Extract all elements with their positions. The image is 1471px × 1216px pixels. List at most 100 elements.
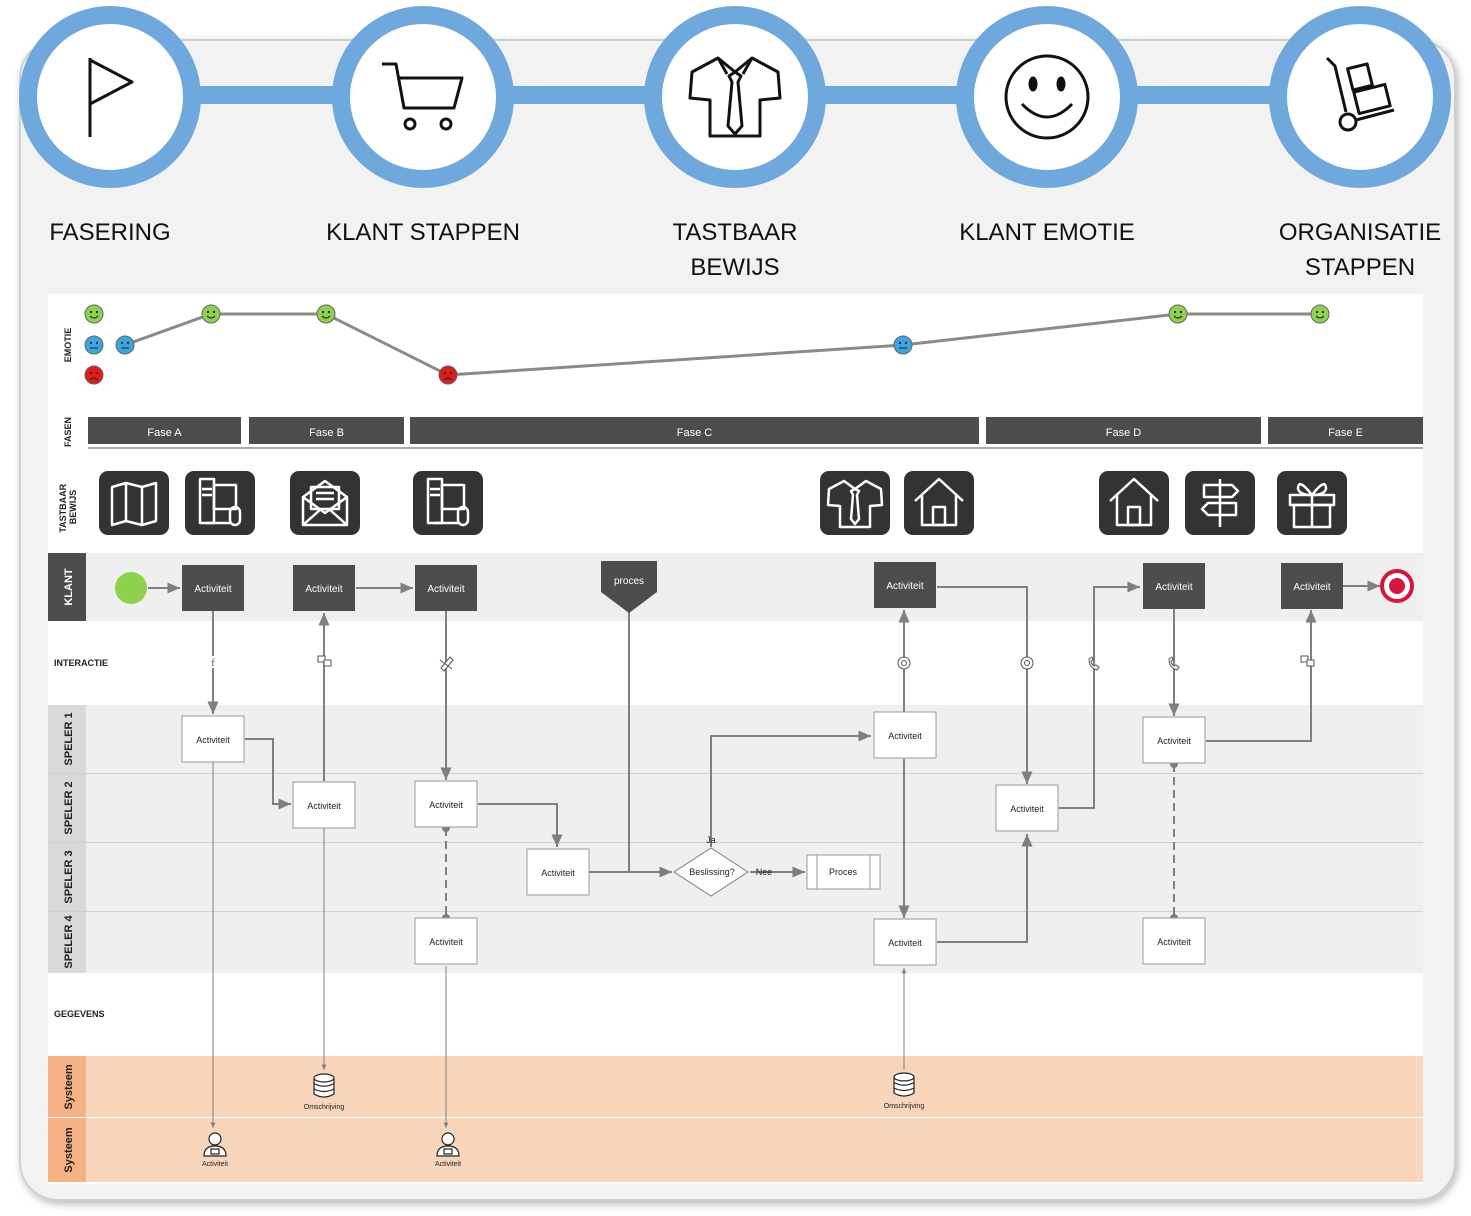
lane-label-systeem2: Systeem — [63, 1127, 75, 1172]
activity-label: Activiteit — [886, 581, 923, 592]
database-icon — [893, 1072, 915, 1097]
activity-label: Activiteit — [888, 938, 922, 948]
evidence-gift-icon — [1277, 471, 1347, 535]
decision-no-label: Nee — [756, 867, 773, 877]
map-icon — [110, 481, 158, 527]
phase-label: Fase E — [1328, 427, 1363, 439]
lane-speler2-bg — [48, 774, 1423, 842]
pen-icon — [439, 656, 454, 672]
lane-systeem1-bg — [48, 1056, 1423, 1117]
activity-node-dark: Activiteit — [1281, 563, 1343, 609]
chat-icon — [317, 655, 332, 667]
emotion-point-happy-icon — [316, 304, 336, 324]
facebook-icon: f — [207, 656, 219, 669]
emotion-curve — [84, 304, 1330, 385]
interaction-icons: f — [207, 655, 1315, 672]
activity-label: Activiteit — [1010, 804, 1044, 814]
phase-bar — [88, 417, 241, 444]
actor-label: Activiteit — [202, 1161, 228, 1168]
emotion-legend-neutral-icon — [84, 335, 104, 355]
phase-bar — [986, 417, 1261, 444]
phase-bar — [410, 417, 979, 444]
phase-label: Fase A — [147, 427, 182, 439]
decision-yes-label: Ja — [706, 835, 716, 845]
header-step-label: KLANT EMOTIE — [959, 219, 1135, 246]
activity-label: Activiteit — [1157, 937, 1191, 947]
lane-speler1-tab — [48, 705, 86, 773]
header-step-klant-stappen — [332, 6, 514, 188]
lane-label-tastbaar-line2: BEWIJS — [68, 490, 78, 525]
emotion-legend-happy-icon — [84, 304, 104, 324]
header-step-label: FASERING — [49, 219, 170, 246]
activity-label: Activiteit — [429, 800, 463, 810]
emotion-point-neutral-icon — [115, 335, 135, 355]
activity-label: Activiteit — [888, 731, 922, 741]
process-marker: proces — [601, 561, 657, 613]
emotion-legend-sad-icon — [84, 365, 104, 385]
lane-label-systeem1: Systeem — [63, 1064, 75, 1109]
lane-speler4-bg — [48, 912, 1423, 973]
activity-node: Activiteit — [995, 784, 1059, 832]
activity-node-dark: Activiteit — [1143, 563, 1205, 609]
lane-label-speler3: SPELER 3 — [63, 850, 75, 903]
lane-label-gegevens: GEGEVENS — [54, 1009, 105, 1019]
header-step-label: KLANT STAPPEN — [326, 219, 520, 246]
lane-klant-tab — [48, 553, 86, 621]
user-computer-icon — [203, 1132, 227, 1157]
phone-icon — [1168, 656, 1180, 671]
activity-node: Activiteit — [181, 715, 245, 763]
evidence-mail-icon — [290, 471, 360, 535]
activity-label: Activiteit — [194, 584, 231, 595]
header-step-klant-emotie — [956, 6, 1138, 188]
header-step-label: TASTBAAR — [673, 219, 798, 246]
lane-label-fasen: FASEN — [63, 417, 73, 447]
evidence-computer-icon — [185, 471, 255, 535]
phase-label: Fase C — [677, 427, 713, 439]
header-step-fasering — [19, 6, 201, 188]
activity-label: Activiteit — [429, 937, 463, 947]
svg-text:f: f — [211, 657, 215, 669]
subprocess-node: Proces — [806, 854, 881, 890]
emotion-point-happy-icon — [1310, 304, 1330, 324]
activity-node: Activiteit — [873, 918, 937, 966]
evidence-computer-icon — [413, 471, 483, 535]
lane-label-speler2: SPELER 2 — [63, 781, 75, 834]
activity-label: Activiteit — [1293, 582, 1330, 593]
header-step-organisatie-stappen — [1269, 6, 1451, 188]
start-event — [115, 572, 147, 604]
chat-icon — [1300, 655, 1315, 667]
activity-label: Activiteit — [541, 868, 575, 878]
at-email-icon — [897, 656, 911, 670]
evidence-house-icon — [904, 471, 974, 535]
house-icon — [1109, 477, 1159, 527]
emotion-point-sad-icon — [438, 365, 458, 385]
decision-label: Beslissing? — [689, 867, 735, 877]
lane-label-tastbaar-line1: TASTBAAR — [58, 483, 68, 532]
flag-icon — [88, 58, 134, 137]
activity-node-dark: Activiteit — [415, 565, 477, 611]
lane-label-interactie: INTERACTIE — [54, 658, 108, 668]
activity-label: Activiteit — [1157, 736, 1191, 746]
process-marker-label: proces — [614, 576, 644, 587]
lane-systeem1-tab — [48, 1056, 86, 1117]
evidence-shirt-icon — [820, 471, 890, 535]
activity-node: Activiteit — [414, 917, 478, 965]
house-icon — [914, 477, 964, 527]
mail-icon — [301, 479, 349, 527]
activity-node: Activiteit — [1142, 917, 1206, 965]
activity-label: Activiteit — [307, 801, 341, 811]
lane-label-emotie: EMOTIE — [63, 328, 73, 363]
header-step-label: ORGANISATIE — [1279, 219, 1441, 246]
lane-label-klant: KLANT — [63, 568, 75, 606]
phone-icon — [1088, 656, 1100, 671]
activity-label: Activiteit — [427, 584, 464, 595]
activity-node-dark: Activiteit — [874, 562, 936, 608]
emotion-point-happy-icon — [201, 304, 221, 324]
emotion-point-happy-icon — [1168, 304, 1188, 324]
activity-node: Activiteit — [526, 848, 590, 896]
lane-systeem2-tab — [48, 1118, 86, 1182]
